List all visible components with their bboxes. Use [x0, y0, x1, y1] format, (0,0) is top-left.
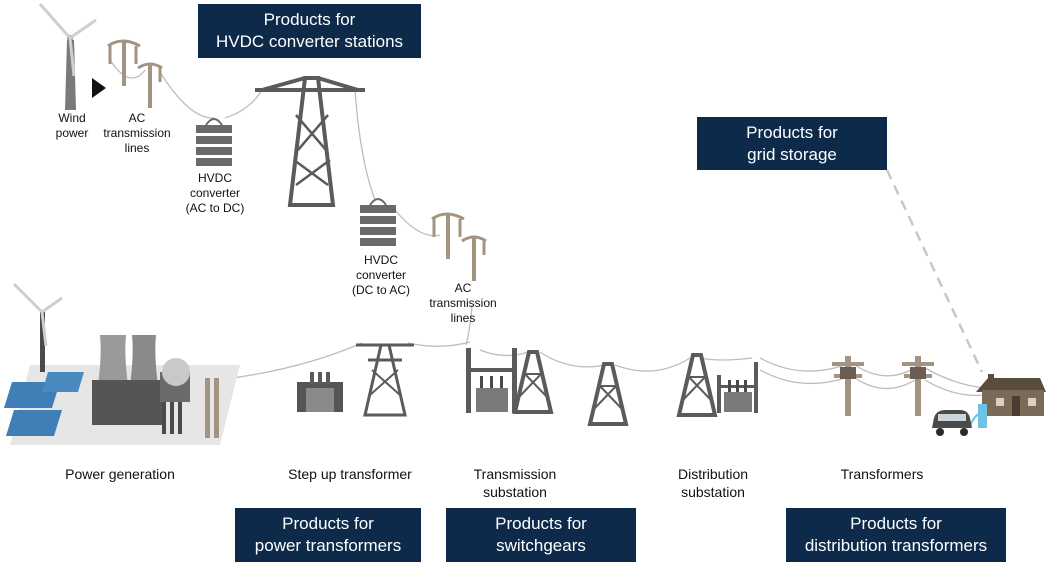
electric-car-icon [932, 410, 972, 436]
ac-transmission-pole-icon [106, 39, 164, 110]
power-plant-icon [4, 282, 240, 445]
power-transformers-box: Products for power transformers [235, 508, 421, 562]
house-icon [976, 374, 1046, 416]
step-up-transformer-label: Step up transformer [288, 466, 412, 482]
transmission-substation-icon [466, 348, 517, 413]
wind-power-label: Wind power [55, 111, 89, 140]
power-lines [109, 59, 986, 397]
distribution-transformers-box: Products for distribution transformers [786, 508, 1006, 562]
ac-transmission-pole-icon [430, 212, 488, 283]
wind-turbine-icon [38, 3, 97, 110]
distribution-substation-icon [717, 362, 758, 413]
ac-transmission-lines-label: AC transmission lines [103, 111, 171, 155]
hvdc-converter-ac-to-dc-label: HVDC converter (AC to DC) [185, 171, 245, 215]
hvdc-converter-dc-to-ac-label: HVDC converter (DC to AC) [351, 253, 410, 297]
distribution-substation-label: Distribution substation [677, 466, 749, 500]
power-generation-label: Power generation [65, 466, 175, 482]
transmission-tower-icon [513, 350, 553, 414]
hvdc-converter-stations-box: Products for HVDC converter stations [198, 4, 421, 58]
transmission-tower-icon [356, 343, 414, 417]
arrow-icon [92, 78, 106, 98]
grid-storage-box: Products for grid storage [697, 117, 887, 170]
hvdc-converter-icon [195, 118, 233, 167]
switchgears-box: Products for switchgears [446, 508, 636, 562]
transmission-tower-icon [677, 353, 717, 417]
pole-transformer-icon [902, 356, 934, 416]
step-up-transformer-icon [297, 372, 343, 412]
ac-transmission-lines-label: AC transmission lines [429, 281, 497, 325]
pole-transformer-icon [832, 356, 864, 416]
grid-storage-connector [885, 169, 984, 373]
transmission-tower-icon [588, 362, 628, 426]
transformers-label: Transformers [840, 466, 924, 482]
hvdc-tower-icon [255, 76, 365, 207]
hvdc-converter-icon [359, 198, 397, 247]
transmission-substation-label: Transmission substation [473, 466, 557, 500]
ev-charger-icon [969, 404, 987, 428]
